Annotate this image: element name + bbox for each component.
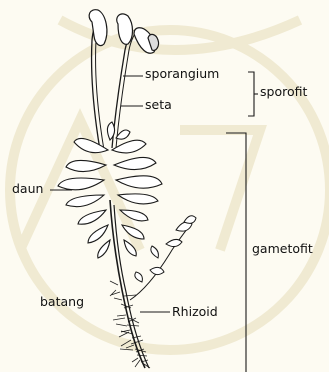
batang-label: batang (40, 296, 84, 309)
sporangium-label: sporangium (145, 68, 219, 81)
side-branch (130, 216, 196, 300)
rhizoid-label: Rhizoid (172, 306, 218, 319)
daun-label: daun (12, 183, 43, 196)
sporofit-label: sporofit (260, 86, 307, 99)
seta-label: seta (145, 99, 172, 112)
gametofit-label: gametofit (252, 243, 313, 256)
